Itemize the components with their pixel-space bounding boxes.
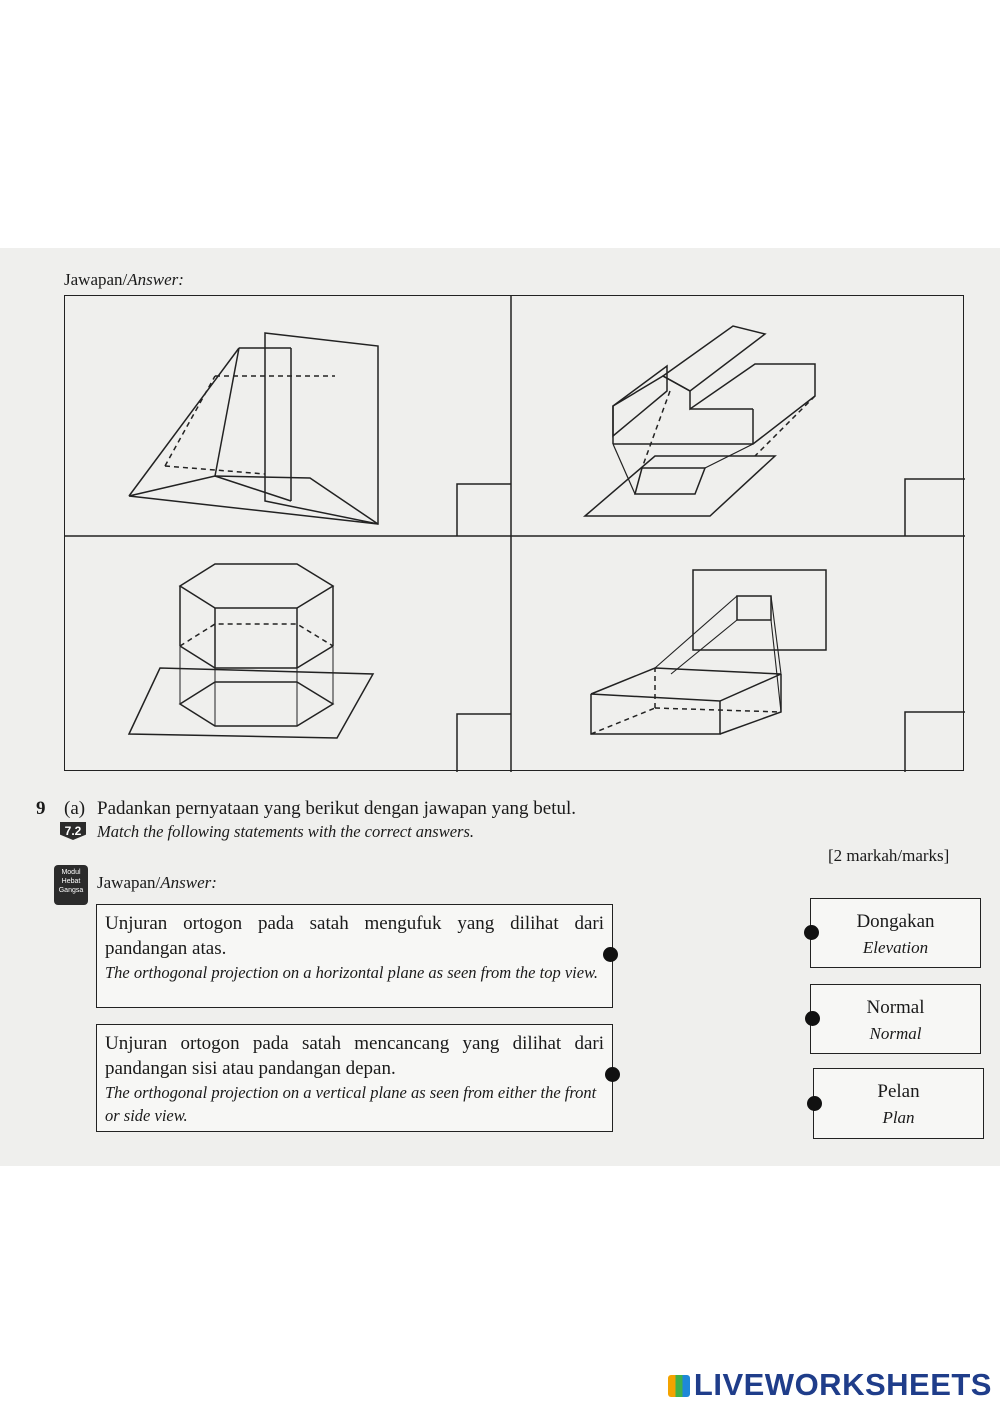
top-answer-heading-malay: Jawapan/ (64, 270, 128, 289)
hexagonal-prism-projection (127, 563, 375, 739)
liveworksheets-logo-icon (667, 1375, 690, 1397)
question-number: 9 (36, 798, 46, 819)
statement-1-english: The orthogonal projection on a horizonta… (105, 963, 598, 982)
marks-label: [2 markah/marks] (828, 846, 950, 865)
question-part: (a) (64, 798, 86, 819)
step-block-projection (582, 325, 816, 517)
statement-1-malay: Unjuran ortogon pada satah mengufuk yang… (105, 913, 604, 959)
liveworksheets-logo-text: LIVEWORKSHEETS (693, 1367, 992, 1402)
cuboid-side-projection (590, 569, 827, 735)
answer-1-malay: Dongakan (856, 911, 935, 932)
liveworksheets-logo: LIVEWORKSHEETS (667, 1367, 992, 1403)
question-text-malay: Padankan pernyataan yang berikut dengan … (97, 798, 577, 819)
answer-3-match-dot[interactable] (807, 1096, 822, 1111)
question-text-english: Match the following statements with the … (97, 822, 475, 841)
statement-box-2: Unjuran ortogon pada satah mencancang ya… (96, 1024, 613, 1132)
projection-figures-grid (64, 295, 965, 772)
statement-2-match-dot[interactable] (605, 1067, 620, 1082)
answer-heading-malay: Jawapan/ (97, 873, 161, 892)
answer-box-elevation: Dongakan Elevation (810, 898, 981, 968)
statement-2-english: The orthogonal projection on a vertical … (105, 1083, 597, 1125)
answer-2-english: Normal (869, 1024, 922, 1043)
answer-2-malay: Normal (866, 997, 925, 1018)
top-answer-heading-english: Answer: (127, 270, 184, 289)
answer-box-normal: Normal Normal (810, 984, 981, 1054)
syllabus-badge: 7.2 (60, 822, 86, 840)
projection-figures-drawing (65, 296, 965, 772)
answer-3-english: Plan (882, 1108, 915, 1127)
answer-2-match-dot[interactable] (805, 1011, 820, 1026)
answer-box-plan: Pelan Plan (813, 1068, 984, 1139)
answer-heading-english: Answer: (160, 873, 217, 892)
answer-1-match-dot[interactable] (804, 925, 819, 940)
triangular-prism-projection (128, 332, 379, 525)
statement-box-1: Unjuran ortogon pada satah mengufuk yang… (96, 904, 613, 1008)
statement-1-match-dot[interactable] (603, 947, 618, 962)
statement-2-malay: Unjuran ortogon pada satah mencancang ya… (105, 1033, 604, 1079)
answer-heading: Jawapan/Answer: (97, 873, 217, 893)
answer-1-english: Elevation (862, 938, 929, 957)
module-badge: Modul Hebat Gangsa (54, 865, 88, 905)
answer-3-malay: Pelan (877, 1081, 920, 1102)
top-answer-heading: Jawapan/Answer: (64, 270, 184, 290)
